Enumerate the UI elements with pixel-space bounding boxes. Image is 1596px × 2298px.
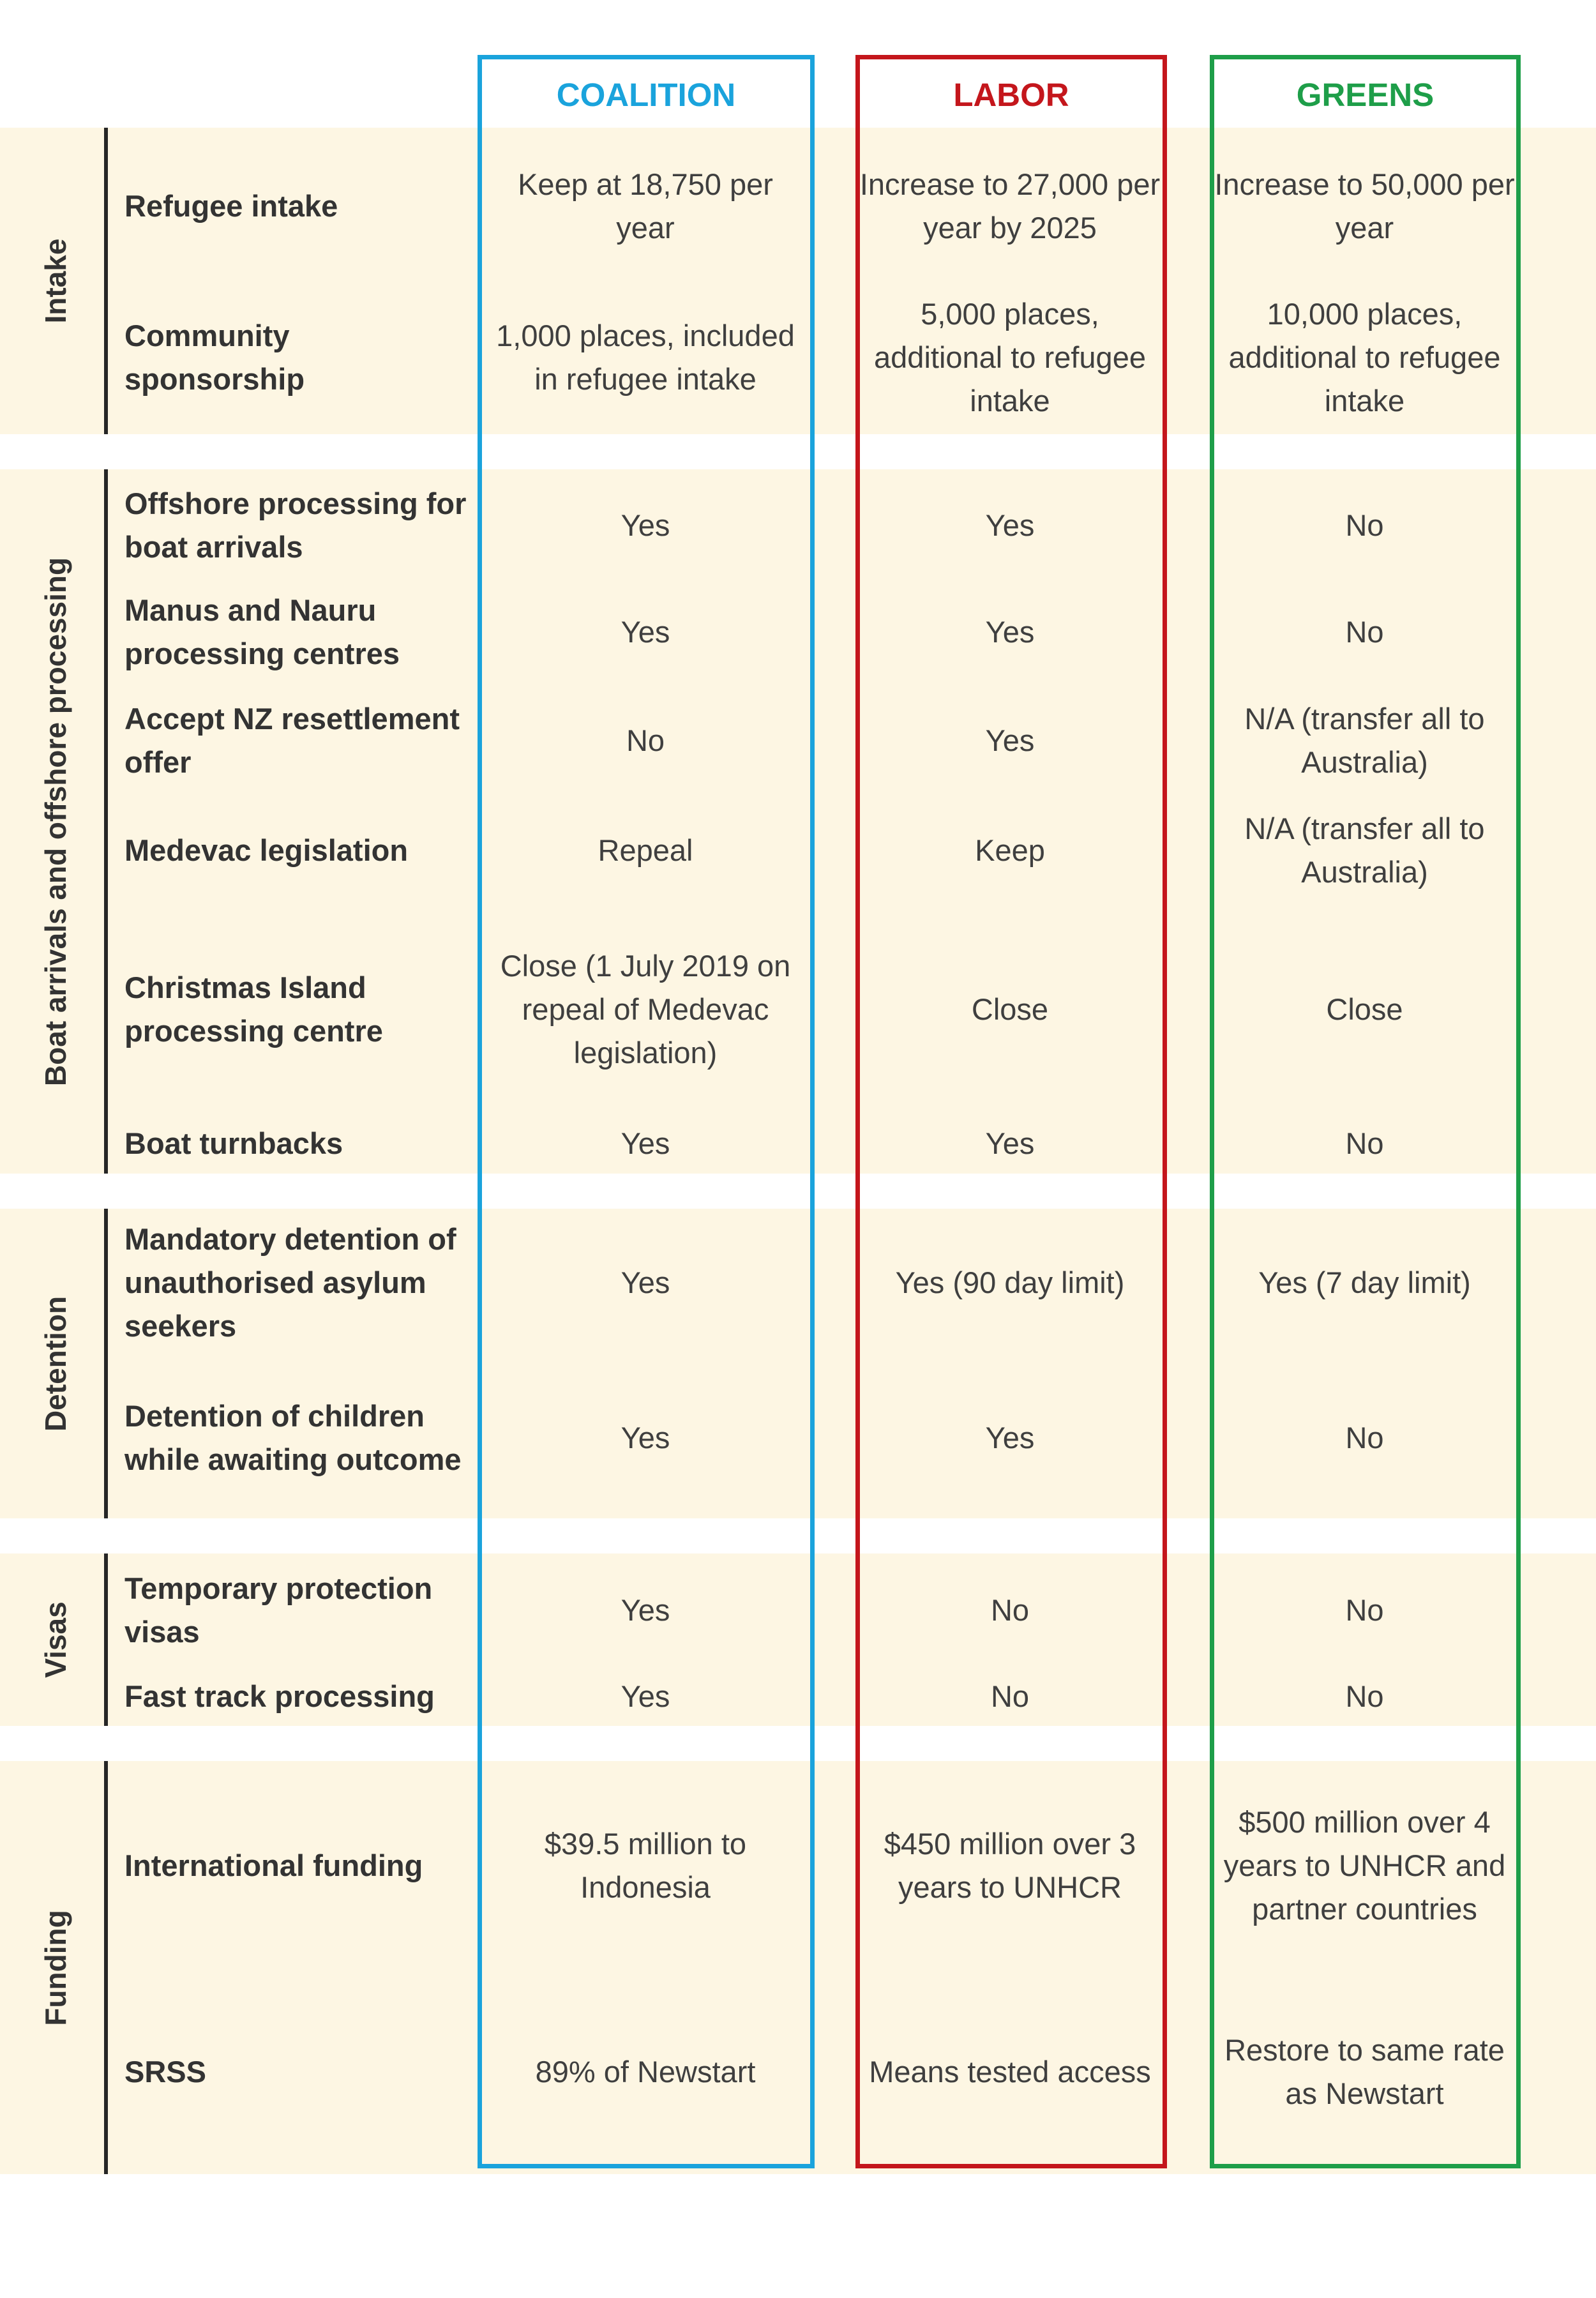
table-cell-coalition: No	[626, 723, 665, 757]
table-cell-coalition: Keep at 18,750 per year	[518, 167, 773, 245]
row-label: Detention of children while awaiting out…	[124, 1398, 462, 1476]
category-label-text: Intake	[39, 238, 72, 324]
table-cell-greens: No	[1345, 1420, 1384, 1455]
table-cell-labor: Yes	[985, 723, 1035, 757]
party-column-coalition	[478, 55, 815, 2168]
party-column-labor	[855, 55, 1167, 2168]
row-label: Refugee intake	[124, 188, 338, 223]
table-cell-labor: Yes	[985, 508, 1035, 542]
table-cell-greens: No	[1345, 1679, 1384, 1713]
row-label: Temporary protection visas	[124, 1571, 433, 1649]
table-cell-labor: 5,000 places, additional to refugee inta…	[874, 297, 1146, 418]
category-divider	[104, 128, 108, 434]
table-cell-coalition: Yes	[621, 1679, 670, 1713]
table-cell-greens: $500 million over 4 years to UNHCR and p…	[1223, 1804, 1506, 1926]
table-cell-greens: Yes (7 day limit)	[1258, 1266, 1471, 1299]
party-column-greens	[1210, 55, 1521, 2168]
table-cell-greens: N/A (transfer all to Australia)	[1244, 811, 1485, 889]
category-label-text: Detention	[39, 1296, 72, 1432]
table-cell-coalition: 1,000 places, included in refugee intake	[496, 319, 795, 396]
table-cell-coalition: Yes	[621, 508, 670, 542]
party-header-labor: LABOR	[953, 76, 1069, 113]
table-cell-labor: $450 million over 3 years to UNHCR	[884, 1826, 1136, 1904]
row-label: Manus and Nauru processing centres	[124, 593, 400, 670]
table-cell-labor: Close	[971, 992, 1049, 1026]
row-label: Mandatory detention of unauthorised asyl…	[124, 1222, 456, 1343]
category-label-text: Funding	[39, 1909, 72, 2026]
table-cell-labor: Yes	[985, 615, 1035, 649]
row-label: Fast track processing	[124, 1679, 435, 1713]
table-cell-greens: Restore to same rate as Newstart	[1224, 2033, 1505, 2110]
table-cell-greens: No	[1345, 508, 1384, 542]
category-band	[0, 128, 1596, 434]
row-label: International funding	[124, 1848, 423, 1882]
category-divider	[104, 1553, 108, 1726]
category-band	[0, 1761, 1596, 2174]
row-label: Accept NZ resettlement offer	[124, 702, 460, 779]
table-cell-greens: Close	[1326, 992, 1403, 1026]
table-cell-labor: Means tested access	[869, 2055, 1151, 2089]
row-label: Medevac legislation	[124, 833, 409, 867]
category-label-text: Boat arrivals and offshore processing	[39, 557, 72, 1086]
category-divider	[104, 1761, 108, 2174]
row-label: Offshore processing for boat arrivals	[124, 486, 467, 564]
row-label: Community sponsorship	[124, 319, 305, 396]
table-cell-labor: No	[990, 1679, 1030, 1713]
category-band	[0, 1553, 1596, 1726]
table-cell-greens: No	[1345, 1126, 1384, 1160]
table-cell-coalition: 89% of Newstart	[535, 2055, 756, 2089]
row-label: Boat turnbacks	[124, 1126, 343, 1160]
table-cell-greens: No	[1345, 615, 1384, 649]
category-label-text: Visas	[39, 1601, 72, 1678]
table-cell-coalition: $39.5 million to Indonesia	[544, 1826, 747, 1904]
table-cell-labor: Keep	[975, 833, 1045, 867]
table-cell-coalition: Close (1 July 2019 on repeal of Medevac …	[500, 948, 791, 1070]
category-divider	[104, 469, 108, 1174]
category-divider	[104, 1209, 108, 1518]
row-label: Christmas Island processing centre	[124, 970, 383, 1048]
table-cell-greens: Increase to 50,000 per year	[1214, 167, 1515, 245]
table-cell-labor: No	[990, 1592, 1030, 1627]
table-cell-greens: No	[1345, 1592, 1384, 1627]
table-cell-labor: Yes	[985, 1420, 1035, 1455]
table-cell-coalition: Repeal	[598, 833, 693, 867]
table-cell-labor: Increase to 27,000 per year by 2025	[859, 167, 1161, 245]
category-band	[0, 1209, 1596, 1518]
table-cell-coalition: Yes	[621, 1266, 670, 1299]
table-cell-labor: Yes	[985, 1126, 1035, 1160]
table-cell-coalition: Yes	[621, 615, 670, 649]
table-cell-coalition: Yes	[621, 1126, 670, 1160]
party-header-coalition: COALITION	[556, 76, 736, 113]
table-cell-greens: N/A (transfer all to Australia)	[1244, 702, 1485, 779]
table-cell-greens: 10,000 places, additional to refugee int…	[1228, 297, 1501, 418]
table-cell-labor: Yes (90 day limit)	[895, 1266, 1125, 1299]
row-label: SRSS	[124, 2055, 206, 2089]
table-cell-coalition: Yes	[621, 1420, 670, 1455]
table-cell-coalition: Yes	[621, 1592, 670, 1627]
category-band	[0, 469, 1596, 1174]
party-header-greens: GREENS	[1296, 76, 1434, 113]
